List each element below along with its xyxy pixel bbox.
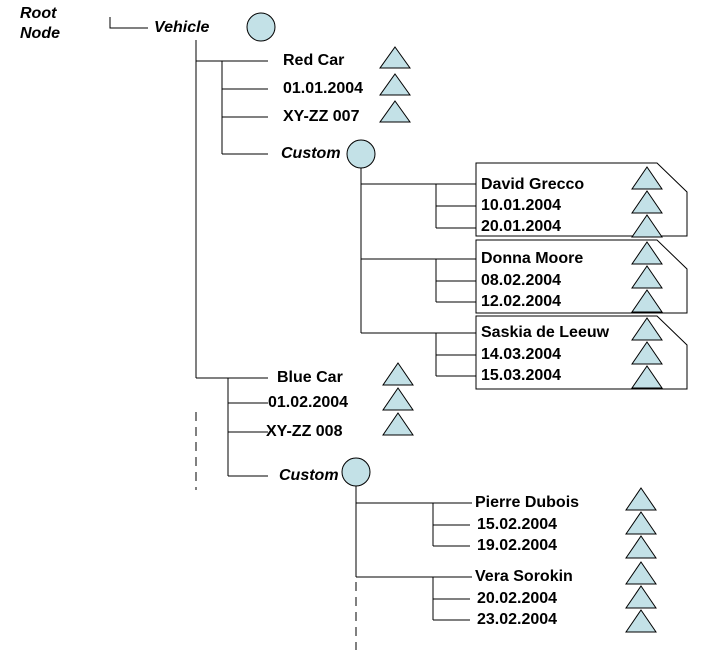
- attribute-triangle-icon[interactable]: [631, 241, 663, 265]
- attribute-triangle-icon[interactable]: [625, 585, 657, 609]
- attribute-triangle-icon[interactable]: [631, 214, 663, 238]
- customer-name-label: Vera Sorokin: [475, 568, 573, 585]
- attribute-triangle-icon[interactable]: [625, 511, 657, 535]
- attribute-triangle-icon[interactable]: [379, 73, 411, 96]
- customer-date-label: 15.02.2004: [477, 516, 558, 533]
- customer-name-label: Donna Moore: [481, 250, 584, 267]
- customer-card: [475, 239, 688, 314]
- blue-car-plate-label: XY-ZZ 008: [266, 423, 343, 440]
- customer-name-label: Pierre Dubois: [475, 494, 580, 511]
- red-car-date-label: 01.01.2004: [283, 80, 364, 97]
- tree-connector-line: [109, 17, 148, 29]
- customer-date-label: 19.02.2004: [477, 537, 558, 554]
- attribute-triangle-icon[interactable]: [631, 166, 663, 190]
- red-car-name-label: Red Car: [283, 52, 345, 69]
- red-car-customers-label: Custom: [281, 145, 341, 162]
- attribute-triangle-icon[interactable]: [379, 46, 411, 69]
- attribute-triangle-icon[interactable]: [631, 341, 663, 365]
- node-circle-icon[interactable]: [246, 12, 276, 42]
- blue-car-customers-label: Custom: [279, 467, 339, 484]
- blue-car-name-label: Blue Car: [277, 369, 343, 386]
- attribute-triangle-icon[interactable]: [631, 365, 663, 389]
- customer-date-label: 12.02.2004: [481, 293, 562, 310]
- attribute-triangle-icon[interactable]: [625, 561, 657, 585]
- customer-name-label: Saskia de Leeuw: [481, 324, 610, 341]
- customer-date-label: 20.02.2004: [477, 590, 558, 607]
- red-car-plate-label: XY-ZZ 007: [283, 108, 360, 125]
- node-circle-icon[interactable]: [341, 457, 371, 487]
- blue-car-date-label: 01.02.2004: [268, 394, 349, 411]
- attribute-triangle-icon[interactable]: [382, 387, 414, 411]
- attribute-triangle-icon[interactable]: [625, 487, 657, 511]
- customer-date-label: 15.03.2004: [481, 367, 562, 384]
- node-circle-icon[interactable]: [346, 139, 376, 169]
- attribute-triangle-icon[interactable]: [379, 100, 411, 123]
- attribute-triangle-icon[interactable]: [382, 362, 414, 386]
- customer-card: [475, 162, 688, 237]
- vehicle-node-label: Vehicle: [154, 19, 210, 36]
- attribute-triangle-icon[interactable]: [625, 609, 657, 633]
- attribute-triangle-icon[interactable]: [631, 265, 663, 289]
- customer-date-label: 14.03.2004: [481, 346, 562, 363]
- attribute-triangle-icon[interactable]: [631, 317, 663, 341]
- customer-date-label: 08.02.2004: [481, 272, 562, 289]
- customer-card: [475, 315, 688, 390]
- customer-name-label: David Grecco: [481, 176, 585, 193]
- customer-date-label: 20.01.2004: [481, 218, 562, 235]
- root-node-label: Root Node: [20, 5, 60, 42]
- customer-date-label: 10.01.2004: [481, 197, 562, 214]
- attribute-triangle-icon[interactable]: [625, 535, 657, 559]
- attribute-triangle-icon[interactable]: [631, 190, 663, 214]
- customer-date-label: 23.02.2004: [477, 611, 558, 628]
- attribute-triangle-icon[interactable]: [382, 412, 414, 436]
- attribute-triangle-icon[interactable]: [631, 289, 663, 313]
